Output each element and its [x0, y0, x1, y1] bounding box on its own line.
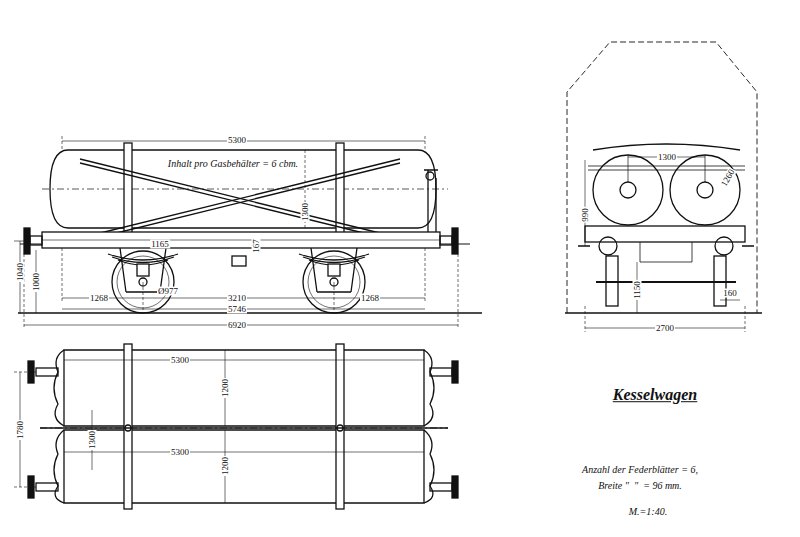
dimension-label: 1040 — [16, 262, 25, 282]
dimension-label: Ø977 — [157, 287, 179, 296]
dimension-label: 1165 — [150, 240, 170, 249]
plan-view — [14, 344, 458, 509]
dimension-label: 1200 — [221, 456, 230, 476]
note-text: Inhalt pro Gasbehälter = 6 cbm. — [167, 159, 299, 169]
dimension-label: 1268 — [360, 294, 380, 303]
dimension-label: 5746 — [227, 305, 247, 314]
dimension-label: 1300 — [657, 153, 677, 162]
dimension-label: 5300 — [170, 448, 190, 457]
note-text: M.=1:40. — [628, 507, 668, 517]
dimension-label: 1200 — [221, 378, 230, 398]
dimension-label: 1000 — [32, 272, 41, 292]
dimension-label: 990 — [581, 207, 590, 223]
dimension-label: 2700 — [655, 324, 675, 333]
dimension-label: 5300 — [227, 136, 247, 145]
dimension-label: 167 — [252, 238, 261, 254]
dimension-label: 1780 — [16, 420, 25, 440]
dimension-label: 1150 — [633, 280, 642, 300]
note-text: Anzahl der Federblätter = 6, — [581, 465, 699, 475]
dimension-label: 160 — [722, 289, 738, 298]
dimension-label: 6920 — [227, 321, 247, 330]
note-text: Breite " " = 96 mm. — [597, 481, 683, 491]
drawing-title: Kesselwagen — [611, 386, 699, 404]
dimension-label: 5300 — [170, 356, 190, 365]
dimension-label: 3210 — [227, 294, 247, 303]
dimension-label: 1300 — [88, 430, 97, 450]
dimension-label: 1260 — [719, 167, 737, 189]
side-view — [14, 136, 482, 329]
end-view — [565, 42, 762, 332]
dimension-label: 1268 — [89, 294, 109, 303]
dimension-label: 1300 — [301, 202, 310, 222]
